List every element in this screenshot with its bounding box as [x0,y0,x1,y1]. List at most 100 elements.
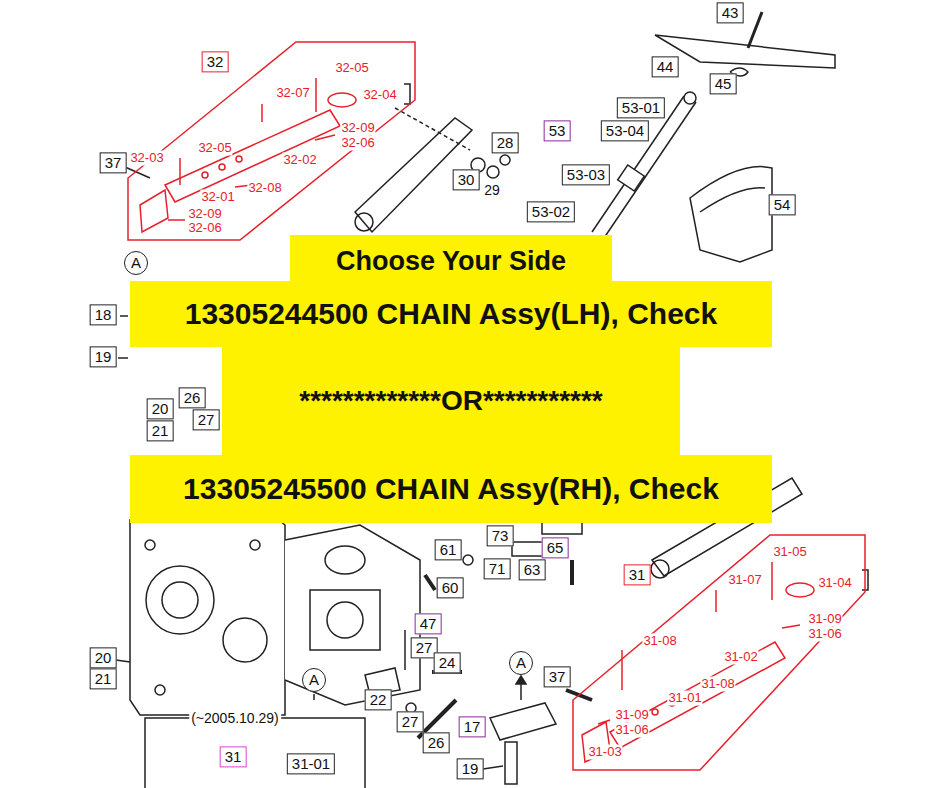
callout-number: 53-01 [617,97,665,118]
callout-number: 32 [202,51,229,72]
callout-number: 17 [459,716,486,737]
banner-band: 13305245500 CHAIN Assy(RH), Check [130,455,772,523]
sub-callout: 32-08 [247,181,282,196]
callout-number: 18 [90,304,117,325]
sub-callout: 31-05 [772,545,807,560]
callout-number: 31-01 [287,753,335,774]
adjust-hole [236,156,242,162]
nut [500,155,510,165]
leader-line [315,135,335,140]
adjust-hole [219,164,225,170]
sub-callout: 32-06 [340,136,375,151]
note-text: (~2005.10.29) [189,710,281,726]
lever-plate [655,35,835,68]
lever-handle [748,12,762,48]
gearbox-housing [130,505,285,715]
banner-band: 13305244500 CHAIN Assy(LH), Check [130,281,772,347]
callout-number: 21 [90,668,117,689]
flange-bore [327,602,363,638]
pin-32-05 [179,158,181,185]
flange [310,590,380,650]
view-marker: A [509,651,533,675]
callout-number: 24 [434,652,461,673]
detail-bracket [280,718,365,788]
callout-number: 43 [717,2,744,23]
bolt-60 [425,575,435,590]
callout-number: 27 [397,711,424,732]
sub-callout: 32-09 [340,121,375,136]
black-parts [116,12,868,788]
callout-number: 26 [423,732,450,753]
sub-callout: 32-09 [187,207,222,222]
link-ring [355,213,373,231]
callout-number: 31 [624,564,651,585]
sub-callout: 31-08 [642,634,677,649]
banner-text: *************OR*********** [299,385,603,417]
sub-callout: 31-09 [614,708,649,723]
callout-number: 20 [90,647,117,668]
pin-47 [404,630,406,670]
pin-31-08 [621,650,623,690]
view-marker: A [302,668,326,692]
callout-number: 22 [365,689,392,710]
callout-number: 45 [710,73,737,94]
callout-number: 19 [457,758,484,779]
callout-number: 26 [179,387,206,408]
sub-callout: 32-06 [187,221,222,236]
pin-32-05 [315,78,317,112]
banner-band: Choose Your Side [290,235,612,287]
end-31-04 [786,583,814,597]
callout-number: 30 [453,169,480,190]
bolt-hole [145,540,155,550]
sub-callout: 32-01 [200,190,235,205]
plate-73 [542,522,582,534]
end-32-04 [328,93,356,107]
leader-line [598,720,610,724]
red-parts [128,42,865,770]
arrow-stem [313,694,315,700]
plate-17 [490,703,556,740]
gearbox-side [285,525,420,705]
callout-number: 53-02 [527,201,575,222]
turnbuckle-bar [165,110,340,202]
dashed-leader [395,108,470,150]
view-marker: A [124,251,148,275]
leader-line [116,660,130,662]
sub-callout: 31-03 [587,745,622,760]
bolt-hole [155,685,165,695]
sub-callout: 31-06 [807,627,842,642]
callout-number: 71 [484,558,511,579]
bolt-65 [570,560,574,585]
banner-text: Choose Your Side [336,246,566,277]
bracket-mark [404,84,410,104]
bolt-19 [505,742,517,784]
callout-number: 63 [519,559,546,580]
callout-number: 20 [147,398,174,419]
sub-callout: 31-04 [817,576,852,591]
callout-number: 60 [437,577,464,598]
pin-31-05 [771,562,773,600]
sub-callout: 32-07 [275,86,310,101]
pin-32-07 [261,104,263,122]
banner-band: *************OR*********** [222,345,680,457]
callout-number: 21 [147,420,174,441]
sub-callout: 32-05 [197,141,232,156]
cover-54 [690,167,772,262]
callout-number: 37 [100,152,127,173]
callout-number: 54 [769,194,796,215]
callout-number: 28 [492,132,519,153]
callout-number: 53-03 [562,164,610,185]
callout-number: 44 [652,56,679,77]
sub-callout: 32-05 [334,61,369,76]
gearbox-bore [162,582,198,618]
sub-callout: 31-02 [723,650,758,665]
callout-number: 53 [544,120,571,141]
leader-line [125,167,150,178]
arrow-head [516,676,526,684]
leader-line [118,357,128,359]
bolt-hole [250,540,260,550]
callout-number: 37 [544,666,571,687]
turnbuckle-bar [610,642,785,748]
sub-callout: 32-02 [282,153,317,168]
